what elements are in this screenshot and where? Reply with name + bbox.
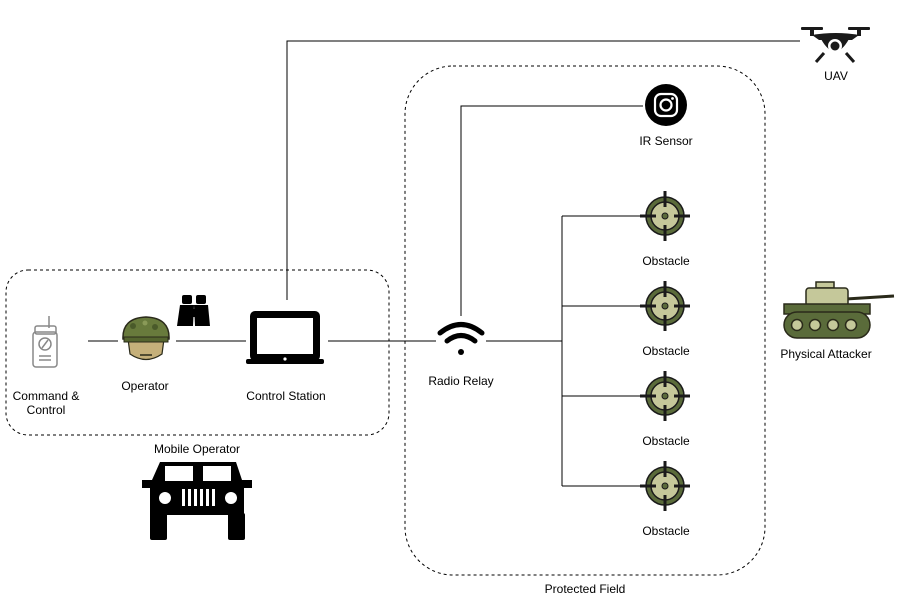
obstacle-label: Obstacle bbox=[642, 254, 690, 268]
command-control-label: Command & Control bbox=[12, 389, 80, 417]
soldier-icon bbox=[122, 316, 170, 361]
uav-label: UAV bbox=[824, 69, 848, 83]
protected-field-label: Protected Field bbox=[544, 582, 626, 596]
control-station-label: Control Station bbox=[246, 389, 326, 403]
obstacle-label: Obstacle bbox=[642, 524, 690, 538]
laptop-icon bbox=[246, 311, 324, 364]
drone-icon bbox=[801, 27, 870, 63]
crosshair-icon bbox=[640, 461, 690, 511]
link-station-uav bbox=[286, 40, 800, 300]
obstacle-icons bbox=[640, 191, 690, 511]
link-relay-irsensor bbox=[460, 105, 643, 316]
binoculars-icon bbox=[177, 295, 210, 326]
radio-relay-label: Radio Relay bbox=[428, 374, 494, 388]
obstacle-label: Obstacle bbox=[642, 434, 690, 448]
crosshair-icon bbox=[640, 191, 690, 241]
tank-icon bbox=[783, 281, 895, 339]
walkie-talkie-icon bbox=[32, 316, 58, 368]
crosshair-icon bbox=[640, 281, 690, 331]
ir-sensor-label: IR Sensor bbox=[639, 134, 693, 148]
protected-field-group bbox=[404, 65, 766, 576]
obstacle-label: Obstacle bbox=[642, 344, 690, 358]
mobile-operator-label: Mobile Operator bbox=[153, 442, 241, 456]
connectors bbox=[88, 40, 800, 487]
mobile-operator-group bbox=[5, 269, 390, 436]
crosshair-icon bbox=[640, 371, 690, 421]
camera-icon bbox=[645, 84, 687, 126]
physical-attacker-label: Physical Attacker bbox=[780, 347, 872, 361]
wifi-icon bbox=[437, 322, 485, 355]
operator-label: Operator bbox=[121, 379, 169, 393]
military-vehicle-icon bbox=[142, 462, 252, 540]
